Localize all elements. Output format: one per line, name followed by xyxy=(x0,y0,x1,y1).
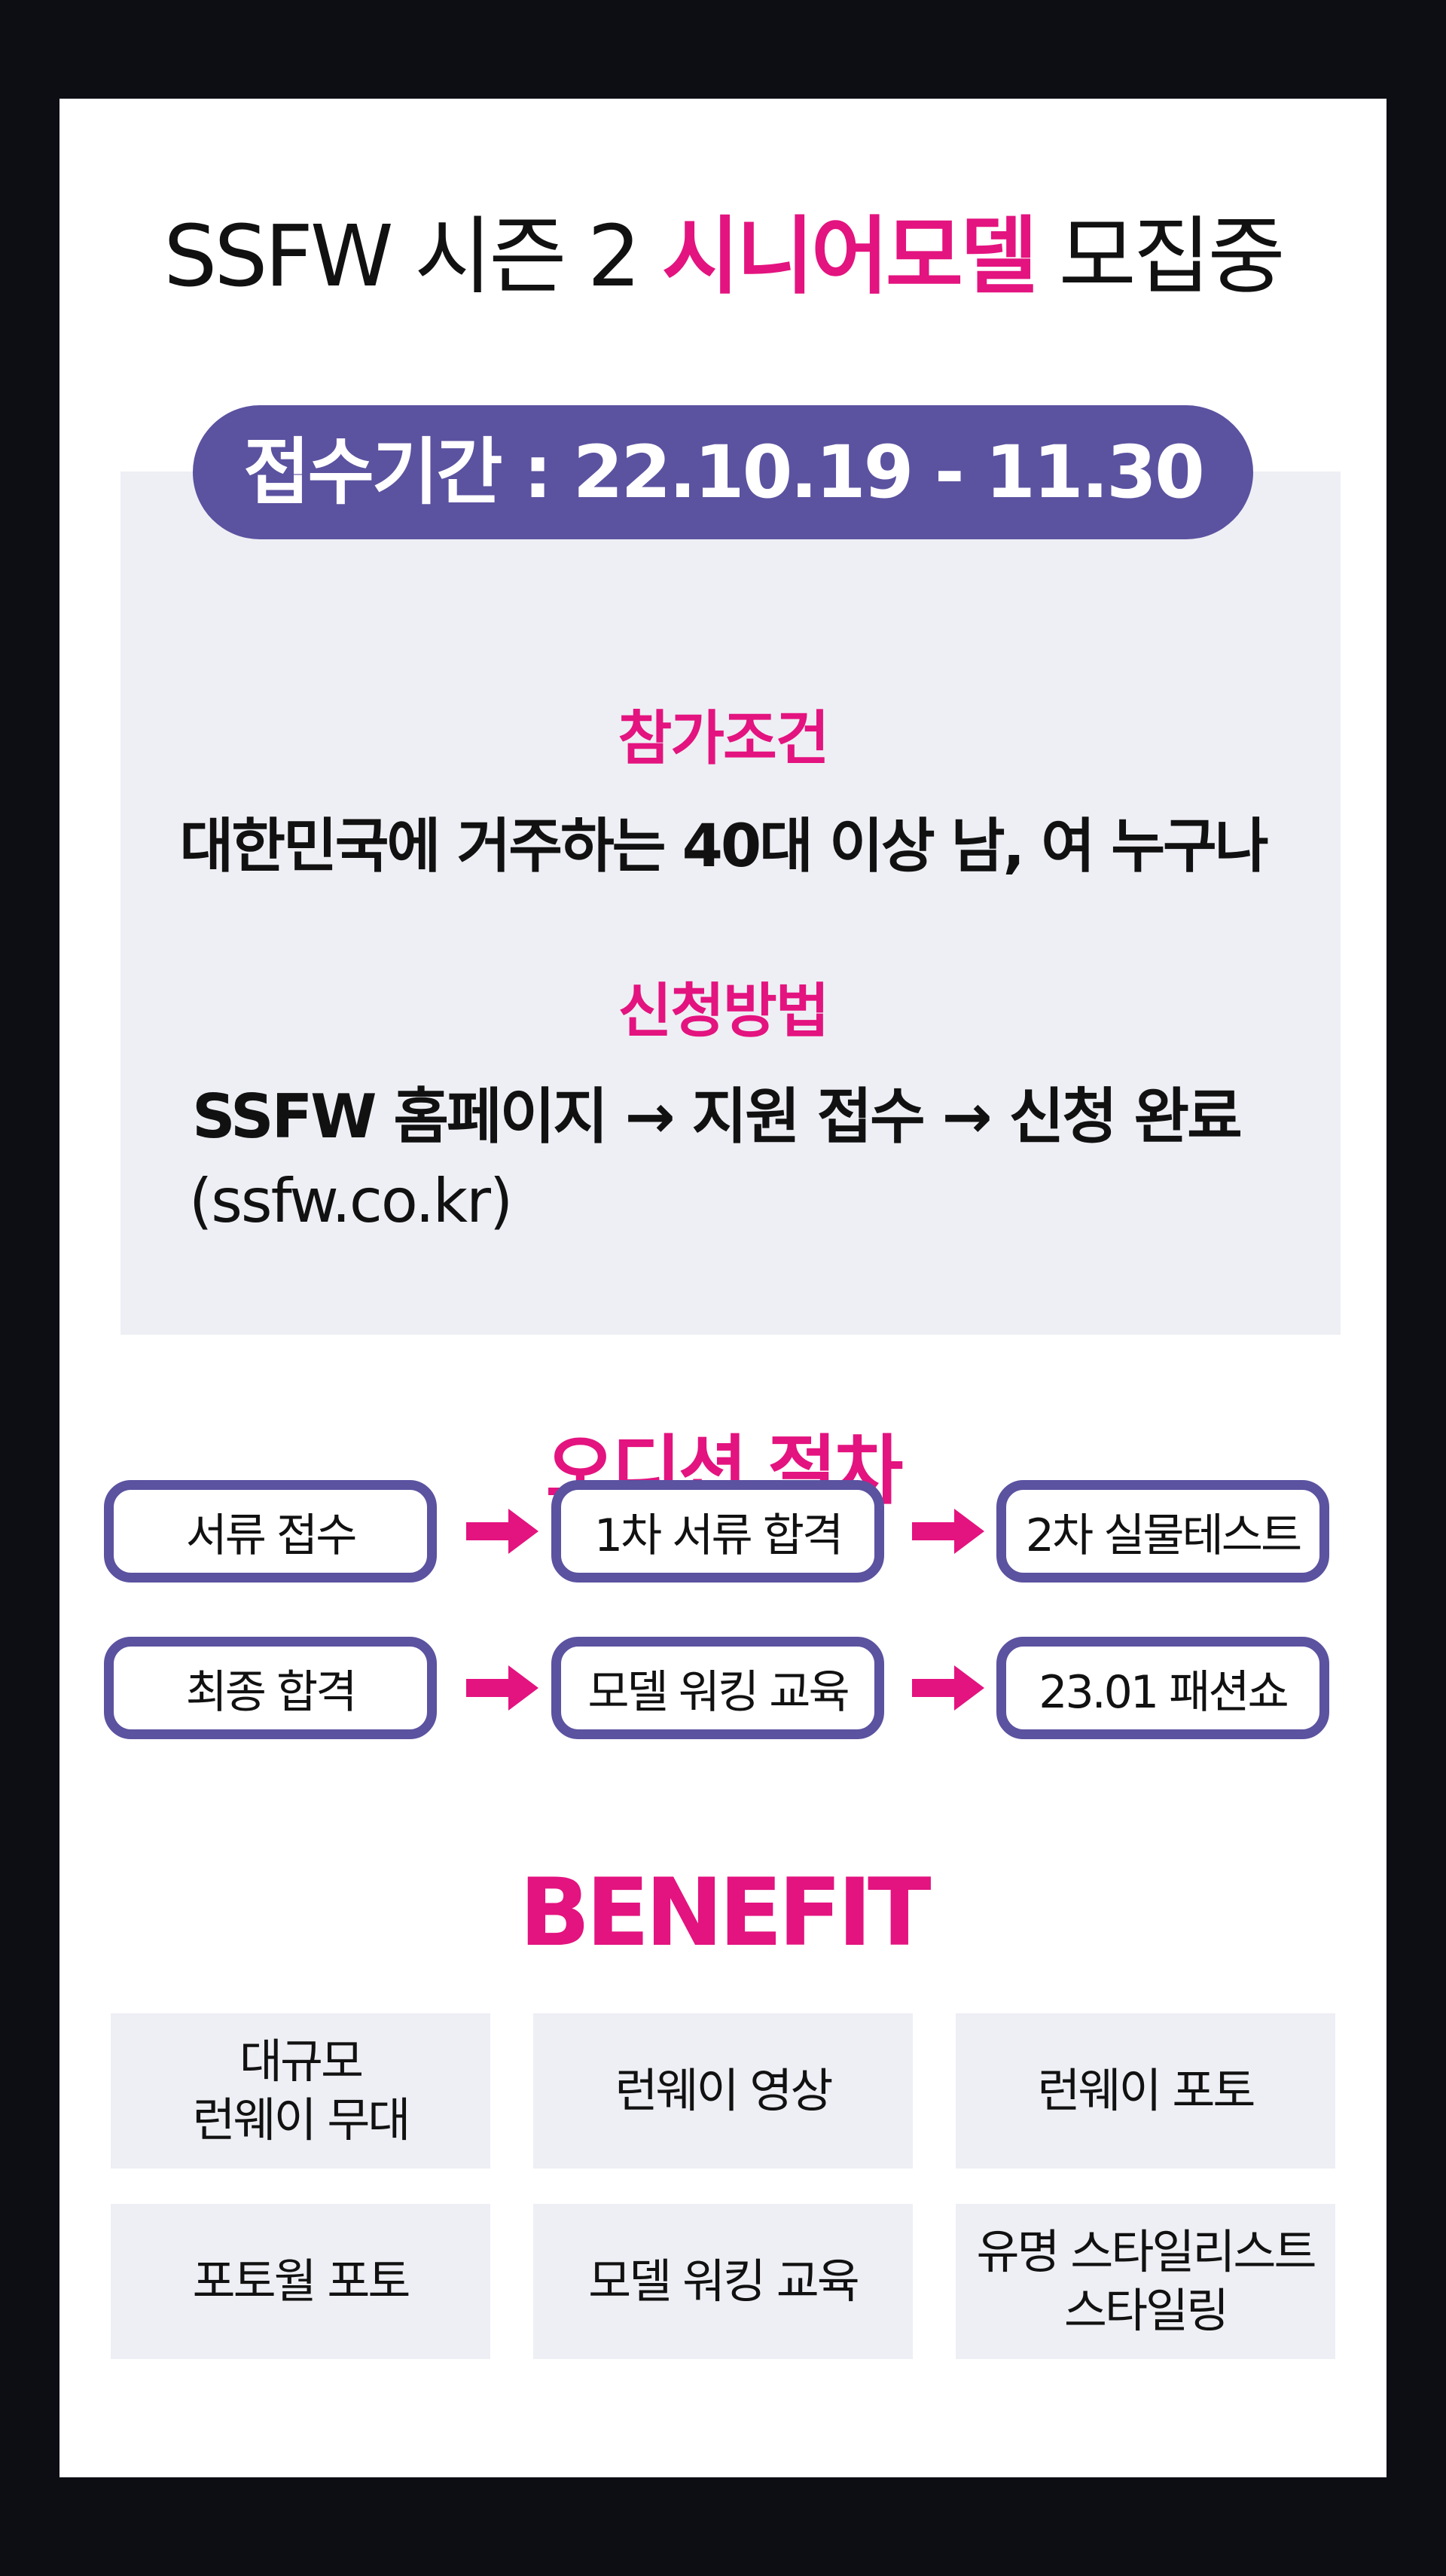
application-period-badge: 접수기간 : 22.10.19 - 11.30 xyxy=(193,405,1253,539)
benefit-item-line: 대규모 xyxy=(239,2034,364,2089)
audition-step-fashion-show: 23.01 패션쇼 xyxy=(996,1637,1329,1739)
title-prefix: SSFW 시즌 2 xyxy=(163,208,662,306)
benefit-item-line: 유명 스타일리스트 xyxy=(976,2224,1316,2279)
benefit-item-line: 모델 워킹 교육 xyxy=(588,2254,860,2309)
audition-step-document-submission: 서류 접수 xyxy=(104,1480,437,1583)
right-arrow-icon xyxy=(466,1665,538,1711)
eligibility-text: 대한민국에 거주하는 40대 이상 남, 여 누구나 xyxy=(179,813,1268,881)
page-title: SSFW 시즌 2 시니어모델 모집중 xyxy=(59,204,1387,310)
benefit-item: 유명 스타일리스트 스타일링 xyxy=(956,2204,1335,2359)
audition-step-walking-training: 모델 워킹 교육 xyxy=(551,1637,884,1739)
benefit-item: 포토월 포토 xyxy=(111,2204,490,2359)
right-arrow-icon xyxy=(912,1665,984,1711)
benefit-item: 대규모 런웨이 무대 xyxy=(111,2013,490,2169)
application-heading: 신청방법 xyxy=(618,978,829,1045)
benefit-item: 런웨이 영상 xyxy=(533,2013,913,2169)
audition-step-second-test: 2차 실물테스트 xyxy=(996,1480,1329,1583)
info-panel xyxy=(120,472,1341,1335)
poster-card: SSFW 시즌 2 시니어모델 모집중 접수기간 : 22.10.19 - 11… xyxy=(59,99,1387,2477)
benefit-item-line: 런웨이 포토 xyxy=(1037,2063,1256,2118)
benefit-item-line: 스타일링 xyxy=(1063,2283,1229,2338)
website-url: (ssfw.co.kr) xyxy=(189,1166,513,1236)
benefit-item-line: 포토월 포토 xyxy=(192,2254,411,2309)
benefit-item: 런웨이 포토 xyxy=(956,2013,1335,2169)
benefit-heading: BENEFIT xyxy=(519,1859,931,1967)
audition-step-first-pass: 1차 서류 합격 xyxy=(551,1480,884,1583)
right-arrow-icon xyxy=(466,1509,538,1554)
title-highlight: 시니어모델 xyxy=(661,208,1038,306)
audition-step-final-pass: 최종 합격 xyxy=(104,1637,437,1739)
eligibility-heading: 참가조건 xyxy=(618,705,829,773)
application-method-steps: SSFW 홈페이지 → 지원 접수 → 신청 완료 xyxy=(192,1082,1243,1152)
benefit-item-line: 런웨이 무대 xyxy=(192,2092,411,2147)
right-arrow-icon xyxy=(912,1509,984,1554)
benefit-item: 모델 워킹 교육 xyxy=(533,2204,913,2359)
title-suffix: 모집중 xyxy=(1034,208,1286,306)
benefit-item-line: 런웨이 영상 xyxy=(615,2063,834,2118)
